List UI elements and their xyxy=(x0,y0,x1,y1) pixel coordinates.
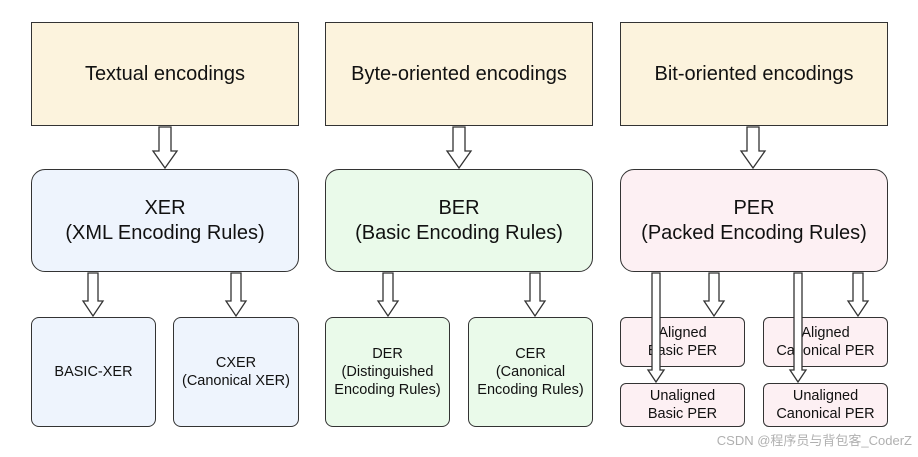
basic-xer-box: BASIC-XER xyxy=(31,317,156,427)
bit-oriented-encodings-label: Bit-oriented encodings xyxy=(654,62,854,85)
der-box: DER (Distinguished Encoding Rules) xyxy=(325,317,450,427)
arrow-byte-to-ber xyxy=(445,126,473,170)
cxer-box: CXER (Canonical XER) xyxy=(173,317,299,427)
der-full-name-line1: (Distinguished xyxy=(341,364,434,380)
cer-name: CER xyxy=(515,346,546,362)
per-name: PER xyxy=(733,196,775,219)
ber-full-name: (Basic Encoding Rules) xyxy=(355,221,563,244)
aligned-basic-per-line1: Aligned xyxy=(658,325,707,341)
arrow-per-to-aligned-basic xyxy=(702,272,726,318)
xer-name: XER xyxy=(144,196,186,219)
xer-box: XER (XML Encoding Rules) xyxy=(31,169,299,272)
arrow-xer-to-basic-xer xyxy=(81,272,105,318)
der-name: DER xyxy=(372,346,403,362)
unaligned-canonical-per-box: Unaligned Canonical PER xyxy=(763,383,888,427)
byte-oriented-encodings-box: Byte-oriented encodings xyxy=(325,22,593,126)
cer-full-name-line2: Encoding Rules) xyxy=(477,382,584,398)
ber-name: BER xyxy=(438,196,480,219)
textual-encodings-label: Textual encodings xyxy=(84,62,246,85)
unaligned-canonical-per-line2: Canonical PER xyxy=(776,406,875,422)
arrow-per-to-unaligned-basic xyxy=(646,272,666,384)
aligned-basic-per-box: Aligned Basic PER xyxy=(620,317,745,367)
ber-box: BER (Basic Encoding Rules) xyxy=(325,169,593,272)
basic-xer-label: BASIC-XER xyxy=(54,364,133,380)
cer-full-name-line1: (Canonical xyxy=(495,364,566,380)
xer-full-name: (XML Encoding Rules) xyxy=(65,221,265,244)
arrow-ber-to-der xyxy=(376,272,400,318)
aligned-basic-per-line2: Basic PER xyxy=(647,343,718,359)
bit-oriented-encodings-box: Bit-oriented encodings xyxy=(620,22,888,126)
byte-oriented-encodings-label: Byte-oriented encodings xyxy=(351,62,567,85)
arrow-per-to-unaligned-canonical xyxy=(788,272,808,384)
cer-box: CER (Canonical Encoding Rules) xyxy=(468,317,593,427)
unaligned-basic-per-box: Unaligned Basic PER xyxy=(620,383,745,427)
der-full-name-line2: Encoding Rules) xyxy=(334,382,441,398)
cxer-name: CXER xyxy=(215,355,257,371)
per-box: PER (Packed Encoding Rules) xyxy=(620,169,888,272)
unaligned-basic-per-line1: Unaligned xyxy=(649,388,716,404)
per-full-name: (Packed Encoding Rules) xyxy=(641,221,867,244)
arrow-textual-to-xer xyxy=(151,126,179,170)
arrow-xer-to-cxer xyxy=(224,272,248,318)
arrow-per-to-aligned-canonical xyxy=(846,272,870,318)
unaligned-canonical-per-line1: Unaligned xyxy=(792,388,859,404)
aligned-canonical-per-line1: Aligned xyxy=(801,325,850,341)
arrow-ber-to-cer xyxy=(523,272,547,318)
cxer-full-name: (Canonical XER) xyxy=(182,373,290,389)
watermark: CSDN @程序员与背包客_CoderZ xyxy=(716,433,912,448)
arrow-bit-to-per xyxy=(739,126,767,170)
textual-encodings-box: Textual encodings xyxy=(31,22,299,126)
unaligned-basic-per-line2: Basic PER xyxy=(647,406,718,422)
